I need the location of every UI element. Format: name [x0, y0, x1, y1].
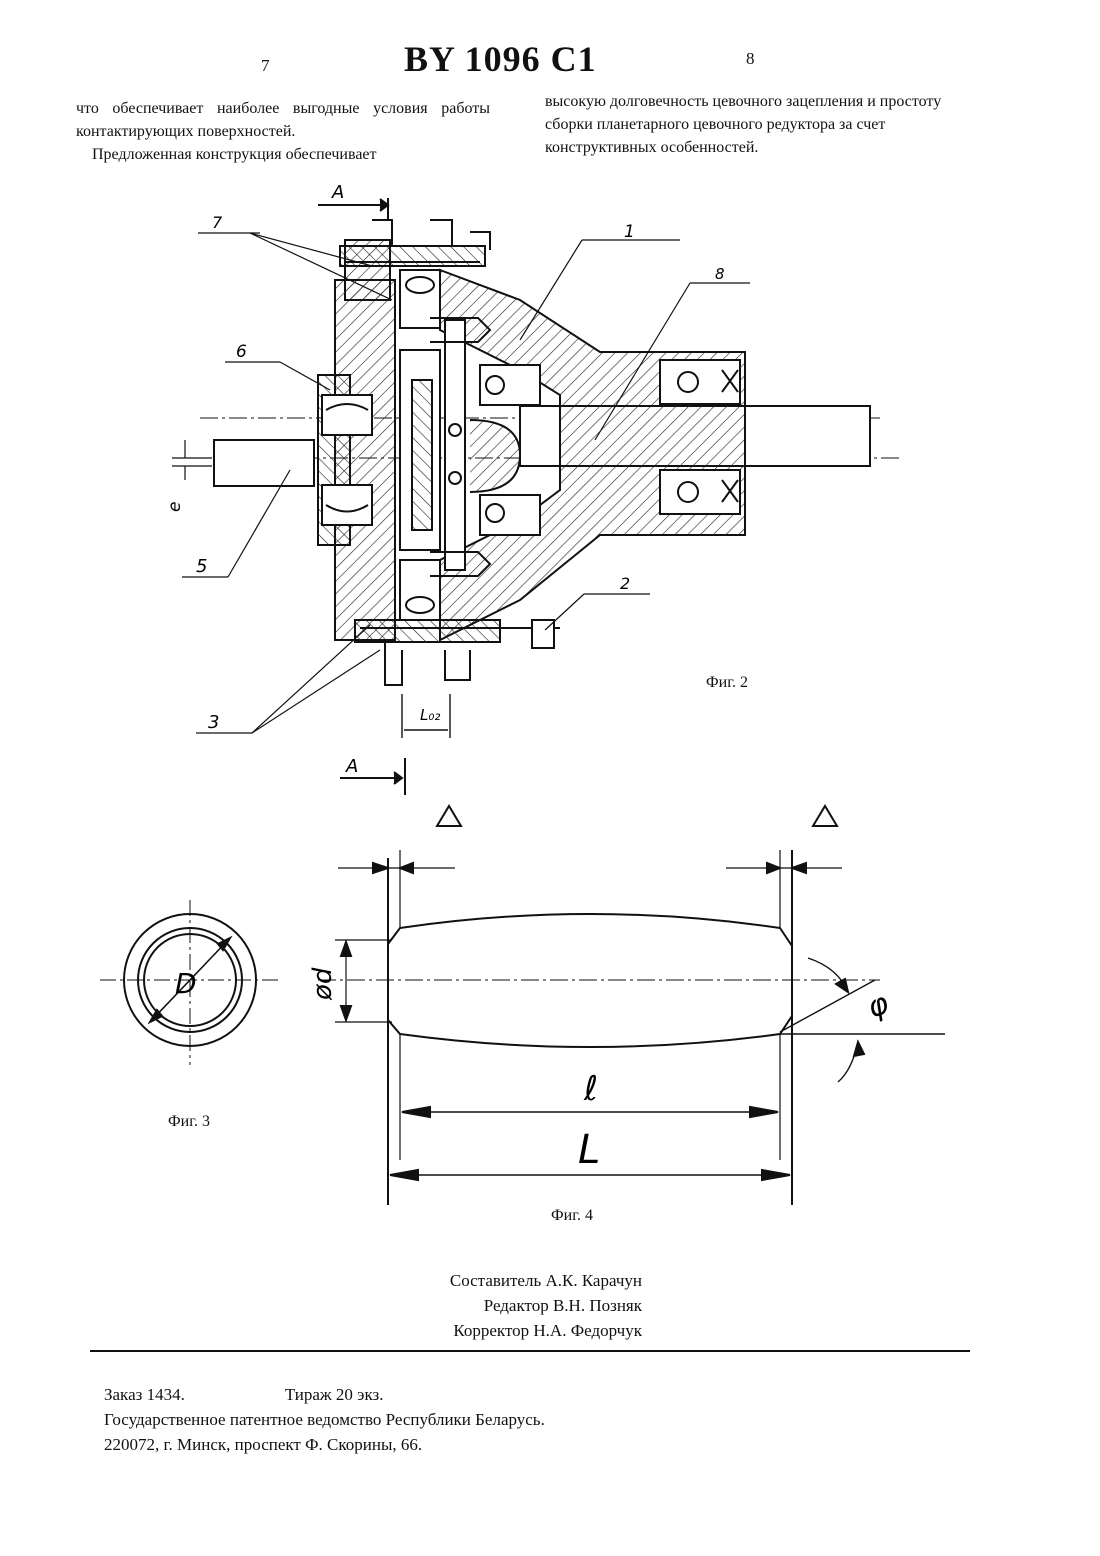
section-label-bottom: А [345, 756, 358, 777]
figure-4-drawing: Δ Δ ød ℓ L φ [300, 795, 960, 1210]
length-l-label: ℓ [583, 1069, 598, 1109]
figure-3-drawing: D [90, 895, 290, 1075]
label-5: 5 [196, 556, 207, 577]
length-label: L₀₂ [420, 706, 440, 724]
label-1: 1 [624, 222, 635, 242]
paragraph: высокую долговечность цевочного зацеплен… [545, 90, 957, 159]
section-label-top: А [331, 182, 344, 203]
figure-3-caption: Фиг. 3 [168, 1113, 210, 1131]
diameter-label: D [175, 967, 197, 1000]
figure-2-caption: Фиг. 2 [706, 674, 748, 692]
page-number-left: 7 [261, 56, 270, 76]
figure-2-drawing: 7 1 8 6 5 2 3 А А e L₀₂ [150, 180, 910, 800]
patent-office: Государственное патентное ведомство Респ… [104, 1407, 804, 1432]
text-column-left: что обеспечивает наиболее выгодные услов… [76, 97, 490, 166]
print-run: Тираж 20 экз. [285, 1385, 384, 1404]
office-address: 220072, г. Минск, проспект Ф. Скорины, 6… [104, 1432, 804, 1457]
label-8: 8 [715, 265, 725, 283]
credits-block: Составитель А.К. Карачун Редактор В.Н. П… [380, 1268, 642, 1343]
diameter-d-label: ød [308, 967, 338, 1001]
length-L-label: L [578, 1127, 600, 1173]
label-2: 2 [620, 574, 630, 593]
credit-editor: Редактор В.Н. Позняк [380, 1293, 642, 1318]
eccentricity-label: e [165, 502, 185, 512]
patent-title: BY 1096 C1 [404, 38, 597, 80]
publication-footer: Заказ 1434. Тираж 20 экз. Государственное… [104, 1382, 804, 1457]
credit-corrector: Корректор Н.А. Федорчук [380, 1318, 642, 1343]
angle-label: φ [863, 986, 894, 1026]
order-number: Заказ 1434. [104, 1385, 185, 1404]
footer-divider [90, 1350, 970, 1352]
paragraph: Предложенная конструкция обеспечивает [76, 143, 490, 166]
text-column-right: высокую долговечность цевочного зацеплен… [545, 90, 957, 159]
figure-4-caption: Фиг. 4 [551, 1207, 593, 1225]
page-number-right: 8 [746, 49, 755, 69]
label-6: 6 [236, 342, 247, 362]
credit-compiler: Составитель А.К. Карачун [380, 1268, 642, 1293]
label-7: 7 [212, 213, 223, 232]
label-3: 3 [208, 712, 219, 733]
paragraph: что обеспечивает наиболее выгодные услов… [76, 97, 490, 143]
